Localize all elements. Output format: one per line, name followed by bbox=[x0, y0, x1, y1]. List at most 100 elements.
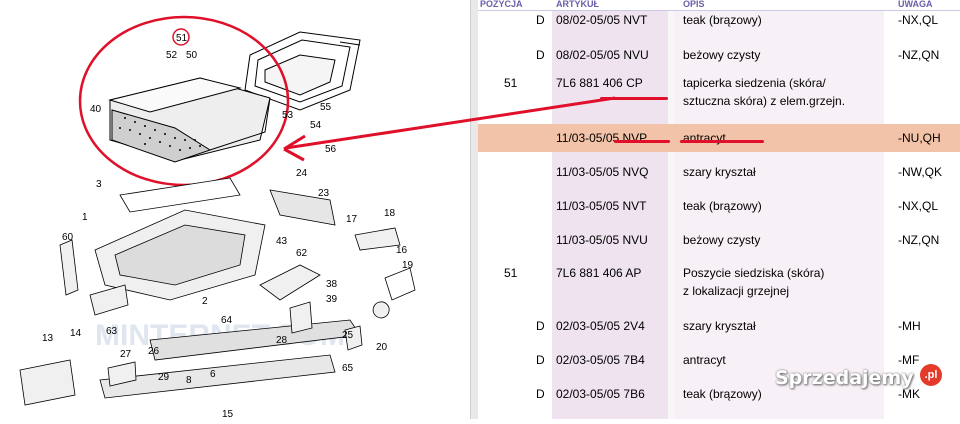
row-remark: -MH bbox=[898, 319, 921, 333]
row-description: teak (brązowy) bbox=[683, 199, 762, 213]
table-row[interactable]: 11/03-05/05 NVU beżowy czysty -NZ,QN bbox=[478, 226, 960, 254]
table-row[interactable]: 51 7L6 881 406 AP Poszycie siedziska (skór… bbox=[478, 260, 960, 308]
part-label-13: 13 bbox=[42, 333, 54, 344]
row-variant: D bbox=[536, 387, 545, 401]
part-label-25: 25 bbox=[342, 330, 354, 341]
seat-frame-drawing bbox=[244, 31, 361, 111]
part-label-62: 62 bbox=[296, 248, 308, 259]
header-pozycja: POZYCJA bbox=[480, 0, 523, 9]
row-article: 7L6 881 406 AP bbox=[556, 266, 642, 280]
part-label-64: 64 bbox=[221, 315, 233, 326]
row-description: szary kryształ bbox=[683, 165, 756, 179]
table-row[interactable]: D 02/03-05/05 7B6 teak (brązowy) -MK bbox=[478, 380, 960, 408]
table-row[interactable]: 51 7L6 881 406 CP tapicerka siedzenia (skó… bbox=[478, 70, 960, 118]
row-description: teak (brązowy) bbox=[683, 13, 762, 27]
sprzedajemy-watermark: Sprzedajemy bbox=[775, 367, 914, 389]
part-label-6: 6 bbox=[210, 369, 216, 380]
row-description: beżowy czysty bbox=[683, 233, 761, 247]
column-gap bbox=[668, 10, 674, 419]
part-label-27: 27 bbox=[120, 349, 132, 360]
row-description: szary kryształ bbox=[683, 319, 756, 333]
row-remark: -MF bbox=[898, 353, 920, 367]
row-article: 7L6 881 406 CP bbox=[556, 76, 643, 90]
part-label-2: 2 bbox=[202, 296, 208, 307]
part-label-29: 29 bbox=[158, 372, 170, 383]
part-labels: 51 52 50 40 53 55 54 56 3 1 23 24 60 17 … bbox=[42, 33, 414, 420]
row-variant: D bbox=[536, 13, 545, 27]
row-remark: -NW,QK bbox=[898, 165, 942, 179]
seat-exploded-view: MINTERNET.COM bbox=[19, 15, 416, 420]
row-description-line2: z lokalizacji grzejnej bbox=[683, 284, 790, 298]
row-description: tapicerka siedzenia (skóra/ bbox=[683, 76, 826, 90]
row-description: Poszycie siedziska (skóra) bbox=[683, 266, 825, 280]
header-uwaga: UWAGA bbox=[898, 0, 933, 9]
row-article: 11/03-05/05 NVT bbox=[556, 199, 647, 213]
row-article: 08/02-05/05 NVT bbox=[556, 13, 648, 27]
table-row[interactable]: D 08/02-05/05 NVT teak (brązowy) -NX,QL bbox=[478, 6, 960, 34]
row-description: antracyt bbox=[683, 353, 726, 367]
row-remark: -NU,QH bbox=[898, 131, 941, 145]
row-remark: -MK bbox=[898, 387, 920, 401]
part-label-55: 55 bbox=[320, 102, 332, 113]
part-label-16: 16 bbox=[396, 245, 408, 256]
row-position: 51 bbox=[504, 76, 518, 90]
red-underline-article bbox=[600, 97, 668, 100]
row-article: 11/03-05/05 NVQ bbox=[556, 165, 649, 179]
row-description: beżowy czysty bbox=[683, 48, 761, 62]
table-row[interactable]: 11/03-05/05 NVQ szary kryształ -NW,QK bbox=[478, 158, 960, 186]
table-header: POZYCJA ARTYKUŁ OPIS UWAGA bbox=[478, 0, 960, 11]
part-label-56: 56 bbox=[325, 144, 337, 155]
part-label-23: 23 bbox=[318, 188, 330, 199]
row-position: 51 bbox=[504, 266, 518, 280]
row-description-line2: sztuczna skóra) z elem.grzejn. bbox=[683, 94, 846, 108]
row-description: teak (brązowy) bbox=[683, 387, 762, 401]
red-underline-variant bbox=[614, 140, 670, 143]
row-article: 11/03-05/05 NVU bbox=[556, 233, 648, 247]
row-variant: D bbox=[536, 48, 545, 62]
row-remark: -NZ,QN bbox=[898, 48, 940, 62]
part-label-18: 18 bbox=[384, 208, 396, 219]
row-article: 02/03-05/05 7B6 bbox=[556, 387, 645, 401]
panel-divider bbox=[470, 0, 479, 419]
part-51-circle bbox=[172, 28, 190, 46]
table-row[interactable]: 11/03-05/05 NVT teak (brązowy) -NX,QL bbox=[478, 192, 960, 220]
part-label-51: 51 bbox=[176, 33, 188, 44]
part-label-17: 17 bbox=[346, 214, 358, 225]
red-arrow-line bbox=[285, 96, 616, 150]
red-arrow-head bbox=[283, 134, 306, 162]
part-label-14: 14 bbox=[70, 328, 82, 339]
row-remark: -NZ,QN bbox=[898, 233, 940, 247]
opis-column-bg bbox=[674, 10, 884, 419]
parts-table: POZYCJA ARTYKUŁ OPIS UWAGA D 08/02-05/05 … bbox=[478, 0, 960, 419]
table-row[interactable]: D 02/03-05/05 2V4 szary kryształ -MH bbox=[478, 312, 960, 340]
part-label-26: 26 bbox=[148, 346, 160, 357]
part-label-50: 50 bbox=[186, 50, 198, 61]
part-label-38: 38 bbox=[326, 279, 338, 290]
parts-diagram: MINTERNET.COM bbox=[0, 0, 470, 420]
part-label-8: 8 bbox=[186, 375, 192, 386]
part-label-40: 40 bbox=[90, 104, 102, 115]
part-label-15: 15 bbox=[222, 409, 234, 419]
part-label-1: 1 bbox=[82, 212, 88, 223]
part-label-24: 24 bbox=[296, 168, 308, 179]
row-remark: -NX,QL bbox=[898, 13, 939, 27]
seat-mechanism-drawing bbox=[19, 177, 416, 406]
header-opis: OPIS bbox=[683, 0, 705, 9]
header-artykul: ARTYKUŁ bbox=[556, 0, 599, 9]
red-underline-description bbox=[680, 140, 764, 143]
part-label-53: 53 bbox=[282, 110, 294, 121]
row-variant: D bbox=[536, 319, 545, 333]
part-label-20: 20 bbox=[376, 342, 388, 353]
part-label-63: 63 bbox=[106, 326, 118, 337]
part-label-60: 60 bbox=[62, 232, 74, 243]
seat-cushion-drawing bbox=[108, 77, 271, 163]
part-label-43: 43 bbox=[276, 236, 288, 247]
row-remark: -NX,QL bbox=[898, 199, 939, 213]
sprzedajemy-badge: .pl bbox=[920, 364, 942, 386]
row-article: 02/03-05/05 2V4 bbox=[556, 319, 645, 333]
part-label-28: 28 bbox=[276, 335, 288, 346]
